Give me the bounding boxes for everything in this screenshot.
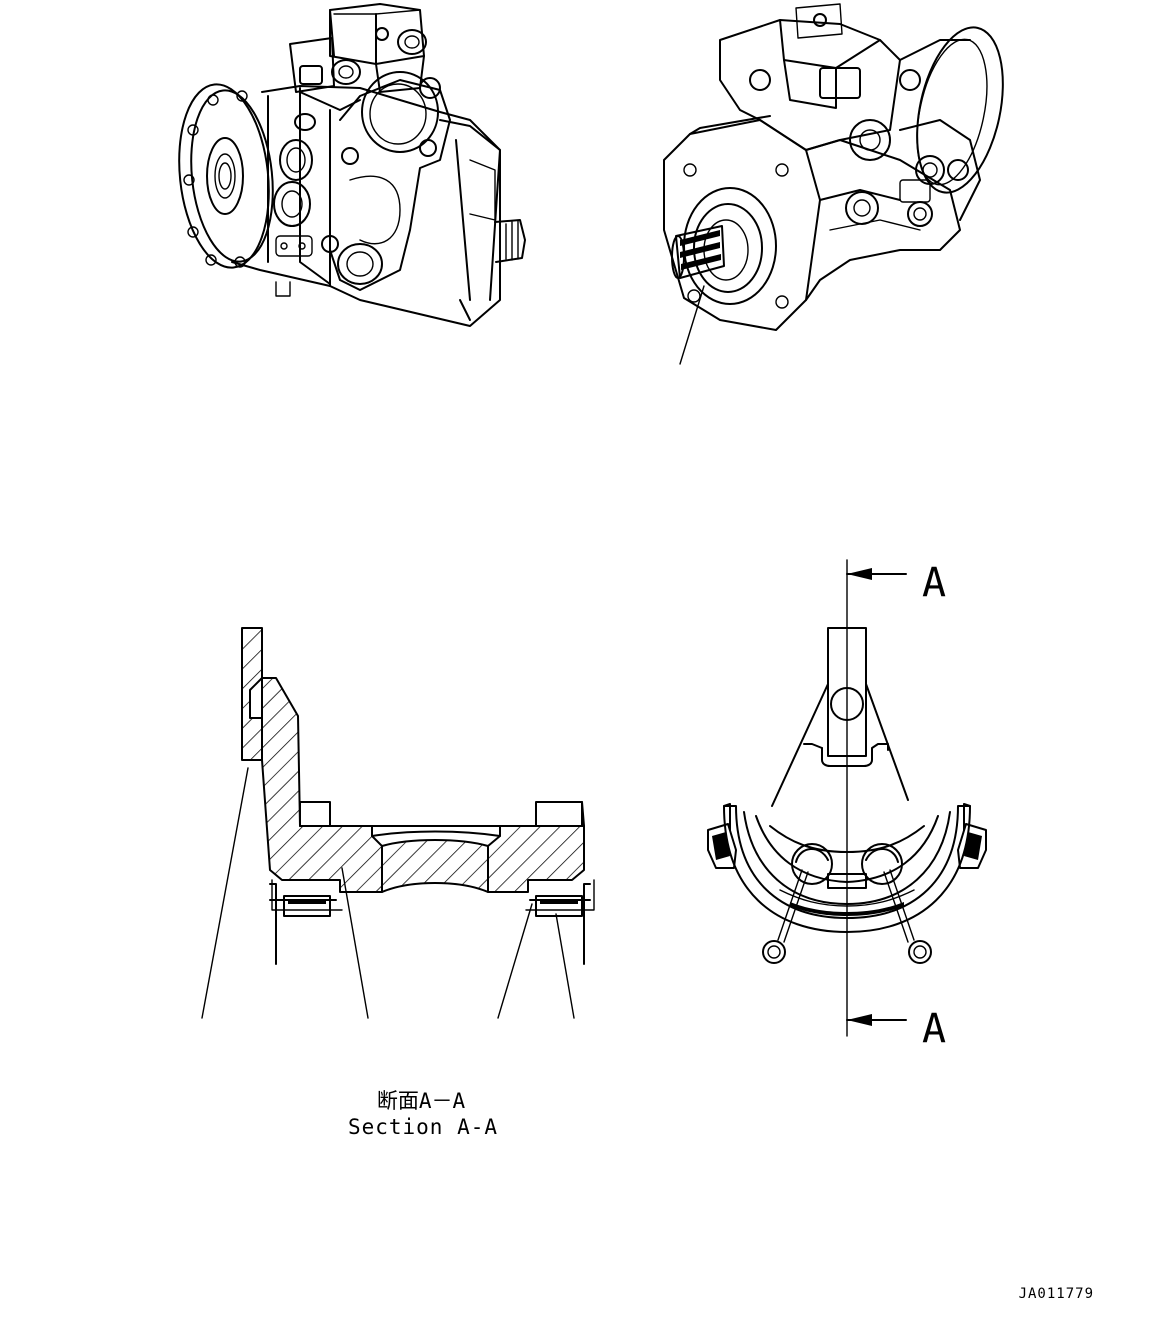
leader-line-2 (341, 867, 369, 1019)
section-plate-hatched (241, 627, 263, 761)
bearing-pad-left (269, 879, 343, 965)
section-view: 断面A－A Section A-A (201, 627, 595, 1139)
cut-plane-marker-bottom: A (846, 1006, 946, 1052)
cut-plane-marker-top: A (846, 560, 946, 606)
svg-text:A: A (922, 560, 946, 606)
side-pad-left (707, 803, 737, 869)
section-body-hatched (261, 677, 383, 893)
leader-line-4 (555, 913, 575, 1019)
pump-housing-rear (663, 3, 1004, 331)
mounting-flange (178, 83, 274, 269)
section-bridge (381, 839, 489, 893)
pump-view-right (663, 3, 1004, 365)
section-body-hatched-right (487, 825, 585, 893)
svg-text:A: A (922, 1006, 946, 1052)
section-title-jp: 断面A－A (377, 1089, 466, 1113)
swash-plate-arm (771, 627, 909, 807)
bearing-pad-right (525, 879, 595, 965)
front-view: A A (707, 559, 987, 1052)
cradle-ring (723, 805, 971, 933)
eye-ring-right (883, 869, 932, 964)
pump-housing (231, 71, 526, 327)
drawing-id: JA011779 (1019, 1286, 1094, 1302)
leader-line-3 (497, 903, 533, 1019)
leader-line-shaft (679, 285, 705, 365)
control-valve-block (289, 3, 441, 111)
leader-line-1 (201, 767, 249, 1019)
eye-ring-left (762, 869, 809, 964)
section-title-en: Section A-A (348, 1115, 498, 1139)
side-pad-right (957, 803, 987, 869)
pump-view-left (178, 3, 526, 327)
